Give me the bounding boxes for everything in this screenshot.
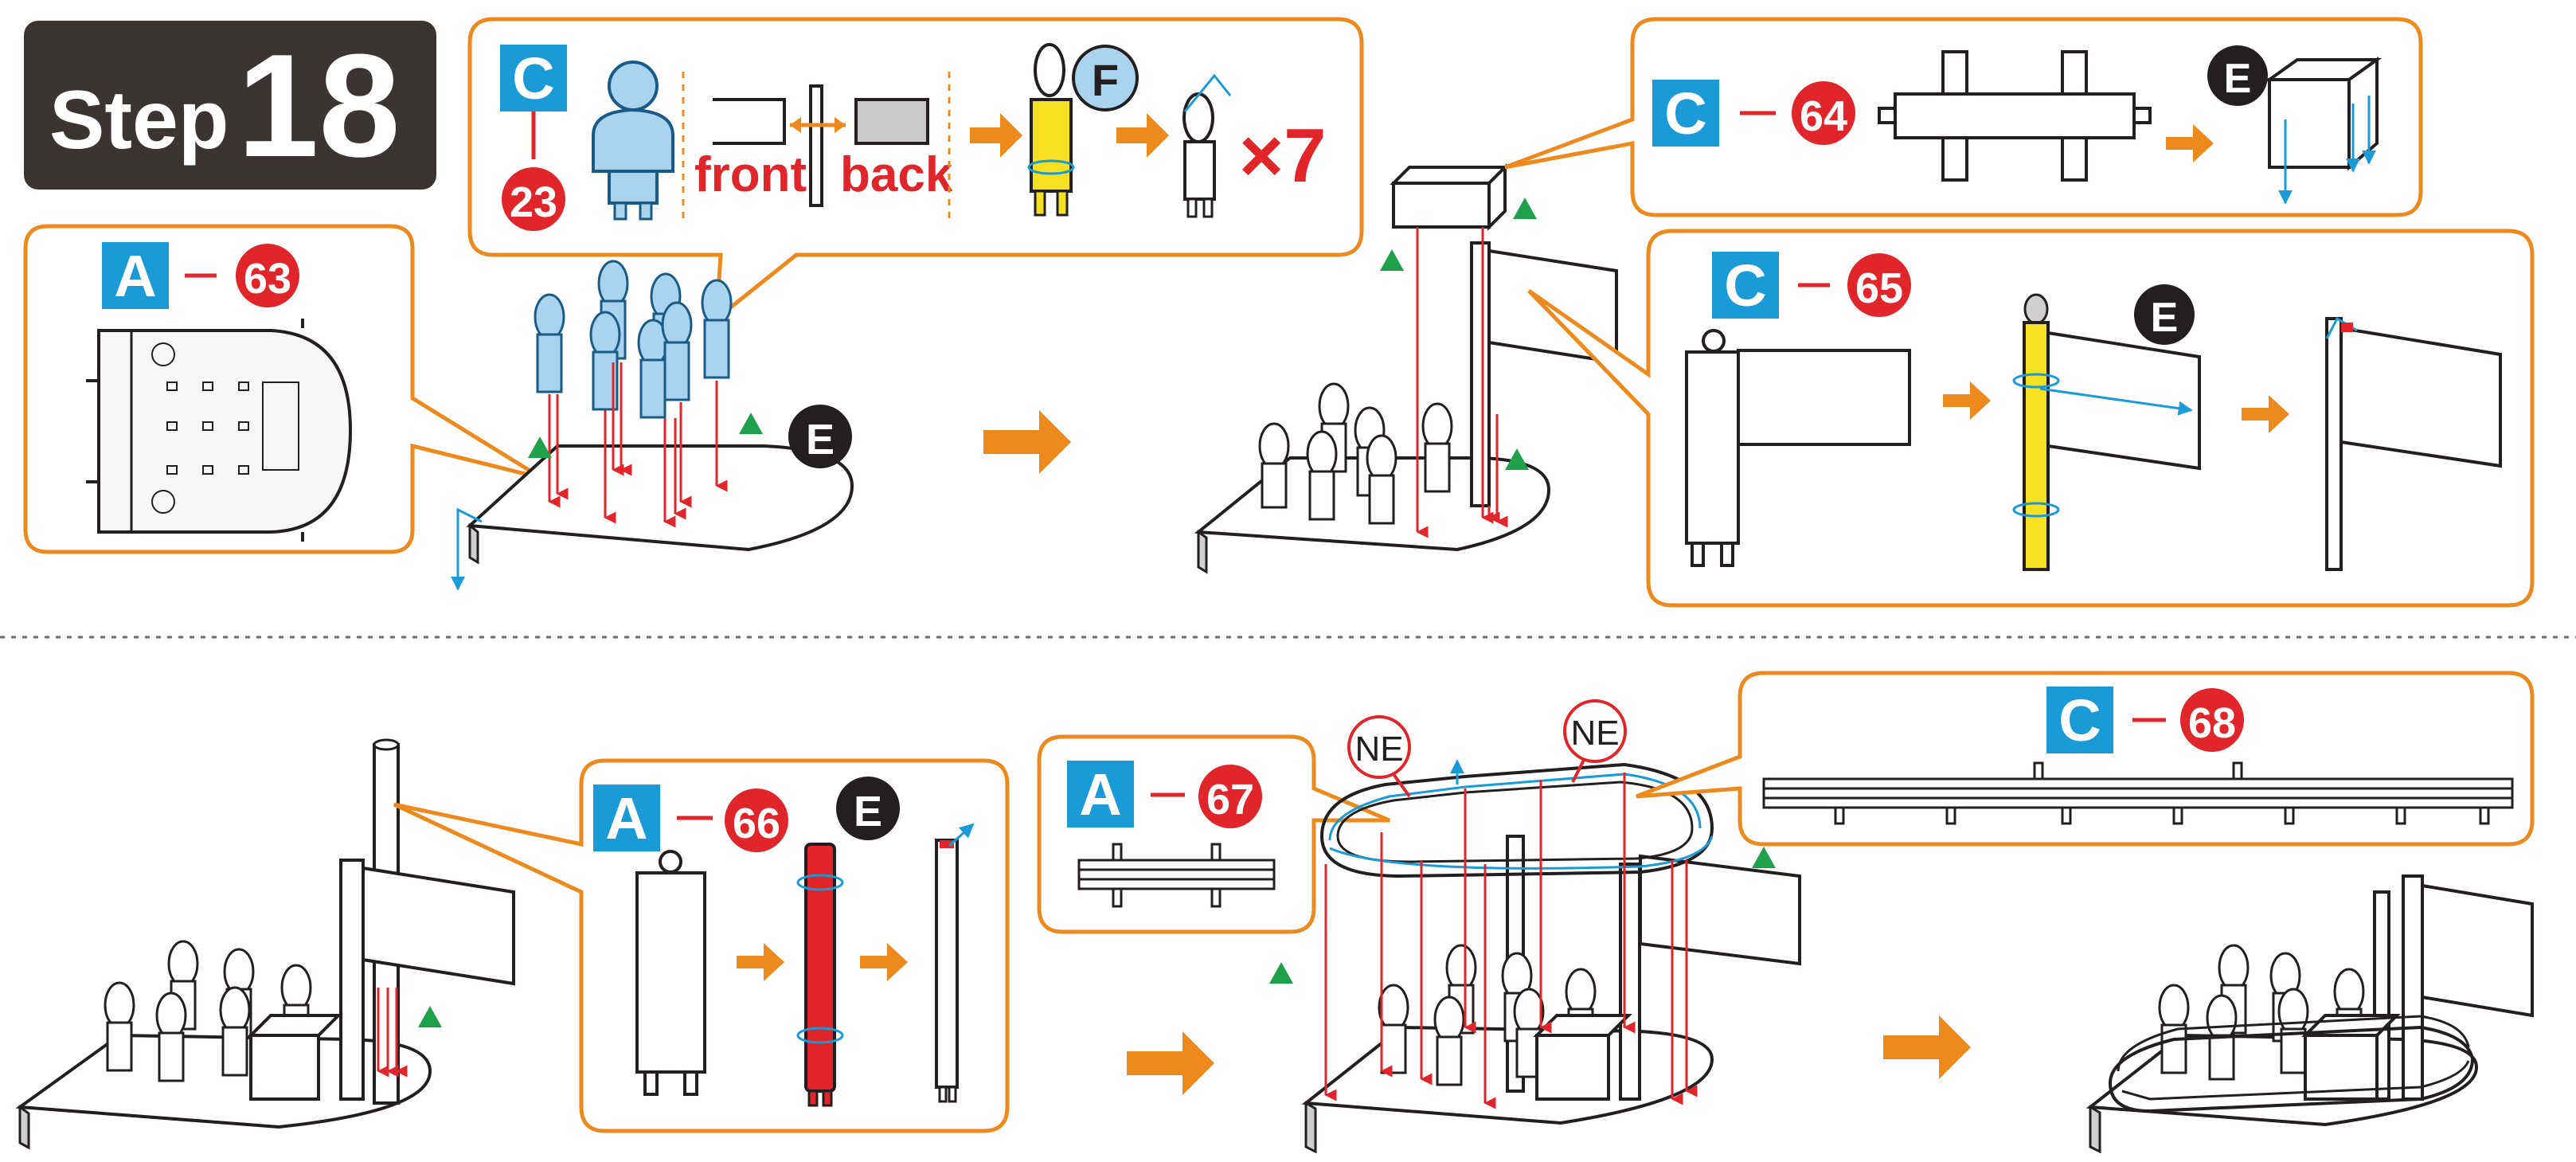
callout-rail-long: C 68 xyxy=(1636,671,2535,847)
assembly-figures-on-base: E xyxy=(451,260,854,591)
assembly-railing-install: NE NE xyxy=(1269,699,1801,1154)
back-label: back xyxy=(840,147,953,202)
bench-flat-icon xyxy=(1878,50,2152,182)
step-number: 18 xyxy=(237,23,401,187)
sheet-letter: A xyxy=(605,785,647,851)
sheet-letter: C xyxy=(1724,252,1766,319)
glue-badge: E xyxy=(2224,56,2252,102)
fold-badge: F xyxy=(1092,55,1119,105)
flag-finished-icon xyxy=(2325,316,2502,571)
part-number-badge xyxy=(502,167,565,231)
quantity-multiplier: ×7 xyxy=(1239,113,1326,198)
part-number: 63 xyxy=(244,255,291,303)
rail-long-icon xyxy=(1762,761,2514,825)
arrow-icon xyxy=(970,113,1022,158)
callout-flag-part: C 65 E xyxy=(1527,229,2535,608)
part-number: 67 xyxy=(1206,776,1254,824)
flag-flat-icon xyxy=(1685,329,1911,567)
glue-badge: E xyxy=(806,416,835,464)
assembly-final xyxy=(2085,874,2534,1154)
sheet-letter: C xyxy=(512,45,554,112)
arrow-icon xyxy=(737,943,784,981)
arrow-icon xyxy=(2242,395,2289,433)
step-arrow-icon xyxy=(1127,1031,1214,1095)
callout-base-part: A 63 xyxy=(23,224,543,554)
assembly-with-pole xyxy=(15,738,515,1150)
bench-folded-icon: E xyxy=(2207,45,2383,205)
figure-part-icon xyxy=(592,61,674,221)
part-number: 23 xyxy=(510,178,557,226)
step-arrow-icon xyxy=(1883,1015,1971,1079)
arrow-icon xyxy=(1116,113,1169,158)
rail-short-icon xyxy=(1077,843,1276,908)
part-number: 68 xyxy=(2188,699,2236,747)
callout-pole-part: A 66 E xyxy=(393,758,1010,1133)
ne-label: NE xyxy=(1570,714,1619,753)
sheet-letter: A xyxy=(114,243,156,309)
glue-badge: E xyxy=(2151,295,2179,341)
part-number: 66 xyxy=(733,800,780,847)
step-arrow-icon xyxy=(983,410,1071,474)
glue-badge: E xyxy=(854,788,882,835)
sheet-letter: C xyxy=(2058,687,2101,753)
base-plate-icon xyxy=(86,319,353,542)
pole-finished-icon xyxy=(935,823,975,1103)
pole-rolled-icon: E xyxy=(796,777,900,1107)
sheet-letter: A xyxy=(1079,761,1121,827)
finished-figure-icon xyxy=(1182,73,1232,218)
pole-flat-icon xyxy=(635,850,706,1096)
front-label: front xyxy=(694,147,807,202)
callout-figure-part: C 23 front back F xyxy=(467,17,1364,323)
glue-ne-badge-left: NE xyxy=(1347,715,1411,798)
ne-label: NE xyxy=(1354,730,1403,769)
step-word: Step xyxy=(49,74,229,166)
sheet-tag-c xyxy=(500,45,567,112)
arrow-icon xyxy=(860,943,908,981)
assembly-bench-flag xyxy=(1194,163,1618,574)
arrow-icon xyxy=(2166,124,2214,162)
glue-ne-badge-right: NE xyxy=(1563,699,1627,783)
front-face-icon xyxy=(713,98,786,145)
folding-figure-icon: F xyxy=(1027,43,1139,217)
back-face-icon xyxy=(854,98,929,145)
part-number: 64 xyxy=(1800,92,1847,140)
callout-bench-part: C 64 E xyxy=(1504,17,2423,217)
part-number: 65 xyxy=(1855,264,1903,312)
arrow-icon xyxy=(1943,381,1991,420)
flag-folding-icon: E xyxy=(2012,284,2201,571)
step-header: Step 18 xyxy=(24,21,436,190)
sheet-letter: C xyxy=(1664,80,1706,147)
callout-rail-small: A 67 xyxy=(1037,734,1390,934)
